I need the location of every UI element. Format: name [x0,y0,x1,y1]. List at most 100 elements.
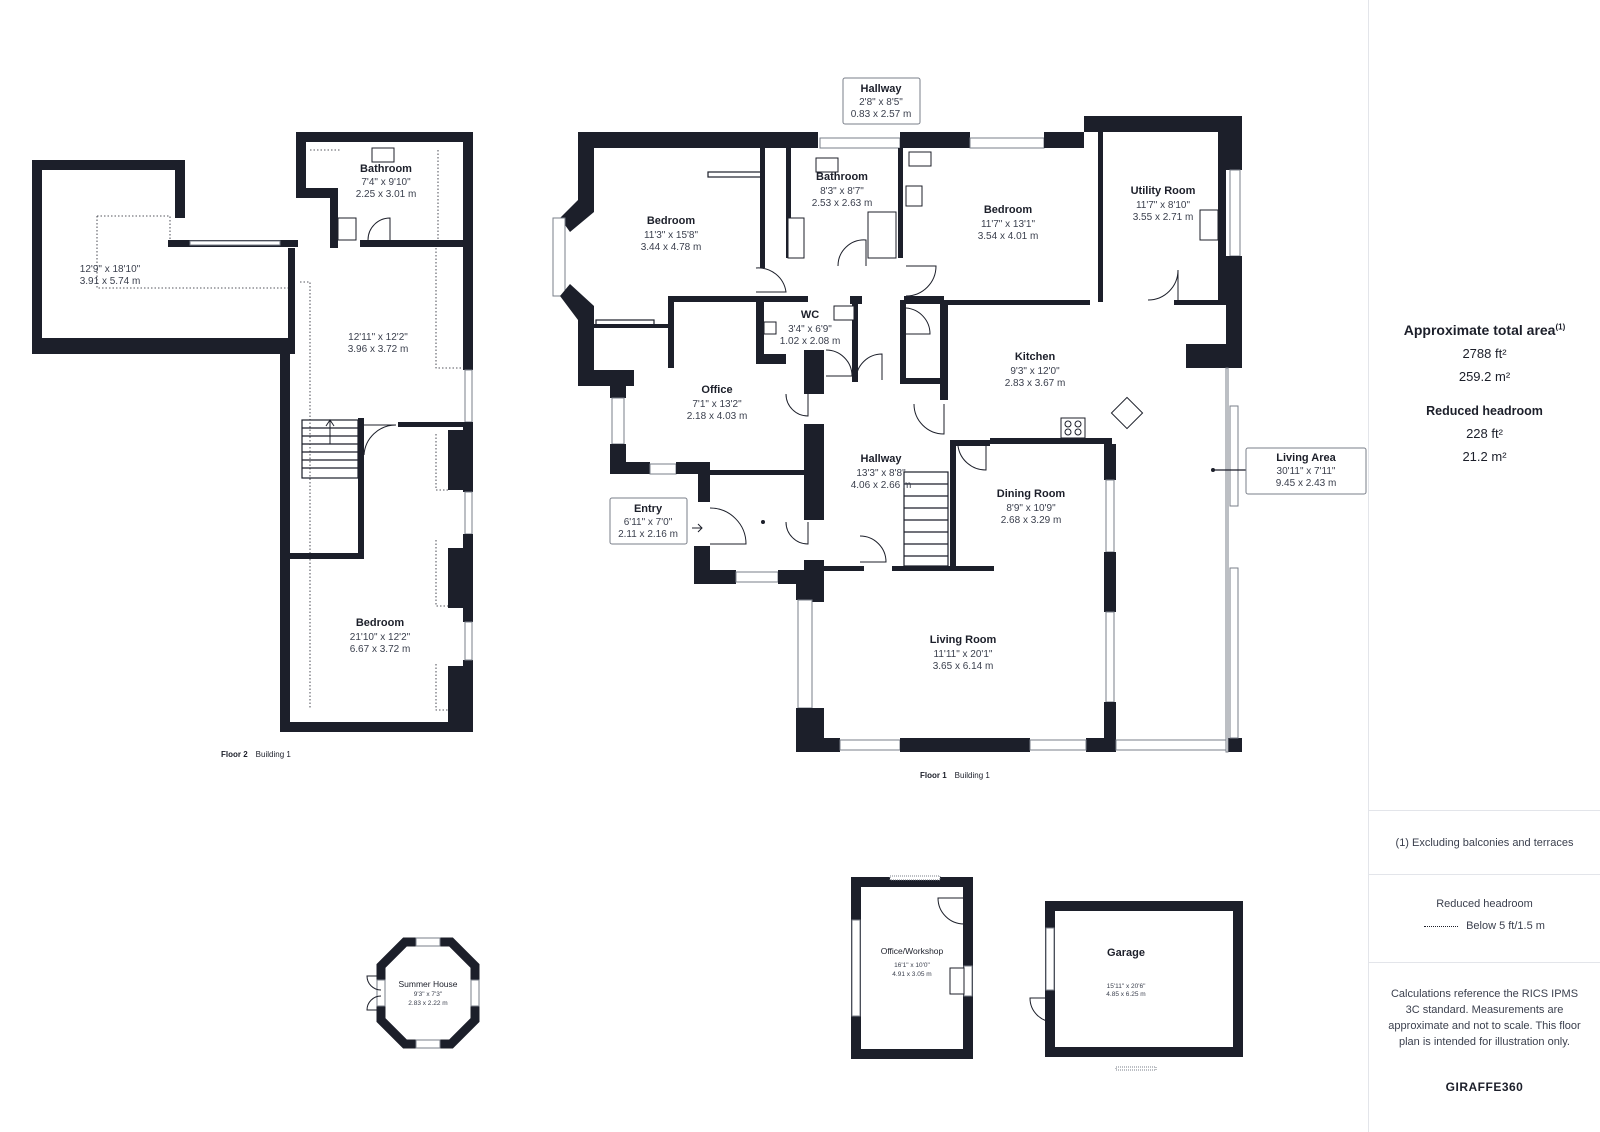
room-kitchen: Kitchen 9'3" x 12'0" 2.83 x 3.67 m [1005,351,1066,389]
svg-text:4.91 x 3.05 m: 4.91 x 3.05 m [892,971,931,978]
floor-1-wall [756,296,764,356]
svg-text:Garage: Garage [1107,947,1145,959]
floor-1-wall [756,354,786,364]
floor-1-wall [710,470,808,475]
window [464,621,473,661]
area-sidebar: Approximate total area(1) 2788 ft² 259.2… [1368,0,1600,1132]
dotted-line-icon [1424,925,1459,927]
total-area-m: 259.2 m² [1458,369,1511,384]
sink-icon [815,157,839,173]
window [735,571,779,583]
window [1229,405,1239,507]
footnote: (1) Excluding balconies and terraces [1395,837,1574,849]
window [1229,169,1241,257]
floor-1-wall [1186,344,1242,368]
divider [1369,874,1600,875]
svg-text:Living Room: Living Room [930,634,997,646]
door [855,353,883,381]
floor-1-wall [940,300,1090,305]
svg-text:7'1" x 13'2": 7'1" x 13'2" [692,399,742,410]
sink-icon [905,185,923,207]
svg-text:6'11" x 7'0": 6'11" x 7'0" [624,517,673,528]
svg-text:3.44 x 4.78 m: 3.44 x 4.78 m [641,242,702,253]
svg-text:7'4" x 9'10": 7'4" x 9'10" [361,177,411,188]
window [1115,739,1227,751]
floor-2-wall [358,418,364,558]
svg-text:Bathroom: Bathroom [816,171,868,183]
svg-text:Bedroom: Bedroom [984,204,1033,216]
floor-1-wall [668,296,808,302]
door [1147,269,1179,301]
svg-text:12'11" x 12'2": 12'11" x 12'2" [348,332,408,343]
svg-text:11'3" x 15'8": 11'3" x 15'8" [644,230,699,241]
floor-1-wall [610,462,650,474]
shower-icon [867,211,897,259]
floor-1-wall [560,284,594,320]
floor-1-wall [940,300,948,400]
svg-text:3.55 x 2.71 m: 3.55 x 2.71 m [1133,212,1194,223]
floor-1-wall [760,148,765,268]
window [819,137,901,149]
kitchen-sink-icon [1110,396,1144,430]
door [785,521,809,545]
svg-text:3'4" x 6'9": 3'4" x 6'9" [788,324,832,335]
bath-icon [787,217,805,259]
svg-text:2.25 x 3.01 m: 2.25 x 3.01 m [356,189,417,200]
svg-text:4.85 x 6.25 m: 4.85 x 6.25 m [1106,991,1145,998]
floor-1-plan: Hallway 2'8" x 8'5" 0.83 x 2.57 m Bedroo… [552,77,1367,780]
svg-text:Kitchen: Kitchen [1015,351,1056,363]
svg-text:Hallway: Hallway [861,453,903,465]
door [363,424,397,456]
svg-text:Dining Room: Dining Room [997,488,1066,500]
room-entry: Entry 6'11" x 7'0" 2.11 x 2.16 m [609,497,688,545]
room-utility: Utility Room 11'7" x 8'10" 3.55 x 2.71 m [1131,185,1196,223]
svg-text:0.83 x 2.57 m: 0.83 x 2.57 m [851,109,912,120]
window [1105,479,1115,553]
svg-text:21'10" x 12'2": 21'10" x 12'2" [350,632,411,643]
floor-1-wall [1226,116,1242,170]
staircase [903,471,949,567]
floor-1-wall [560,200,594,232]
svg-text:WC: WC [801,309,819,321]
floor-1-wall [676,462,710,474]
sink-icon [908,151,932,167]
floor-2-wall [280,354,473,732]
svg-text:2.83 x 2.22 m: 2.83 x 2.22 m [408,1000,447,1007]
floor-1-wall [668,296,674,368]
reduced-headroom-line [310,149,439,240]
svg-text:15'11" x 20'6": 15'11" x 20'6" [1107,983,1146,990]
total-area-title: Approximate total area(1) [1403,322,1566,338]
sink-icon [1199,209,1219,241]
svg-text:2.83 x 3.67 m: 2.83 x 3.67 m [1005,378,1066,389]
svg-text:11'7" x 13'1": 11'7" x 13'1" [981,219,1036,230]
svg-text:3.91 x 5.74 m: 3.91 x 5.74 m [80,276,141,287]
floor-1-wall [694,570,736,584]
floor-1-wall [1086,738,1116,752]
floor-2-wall [398,422,463,427]
toilet-icon [833,305,855,321]
legend-section: Reduced headroom Below 5 ft/1.5 m [1369,898,1600,932]
door [755,267,787,293]
floor-1-wall [904,296,944,304]
door [367,217,391,241]
floor-1-wall [804,350,824,394]
divider [1369,810,1600,811]
floor-1-wall [1044,132,1084,148]
total-area-section: Approximate total area(1) 2788 ft² 259.2… [1369,322,1600,464]
window [189,240,281,246]
entrance-arrow-icon [692,523,703,533]
svg-text:4.06 x 2.66 m: 4.06 x 2.66 m [851,480,912,491]
svg-text:2.68 x 3.29 m: 2.68 x 3.29 m [1001,515,1062,526]
floor-2-wall [32,160,295,354]
room-f2-landing: 12'11" x 12'2" 3.96 x 3.72 m [348,332,409,355]
door [913,403,945,435]
floor-2-wall [360,240,465,247]
floor-2-wall [448,430,463,490]
room-wc: WC 3'4" x 6'9" 1.02 x 2.08 m [780,309,841,347]
door [837,239,867,267]
reduced-headroom-ft: 228 ft² [1466,426,1503,441]
floor-1-wall [950,440,990,446]
door [859,535,887,563]
door [785,393,809,417]
room-hallway-top: Hallway 2'8" x 8'5" 0.83 x 2.57 m [842,77,921,125]
